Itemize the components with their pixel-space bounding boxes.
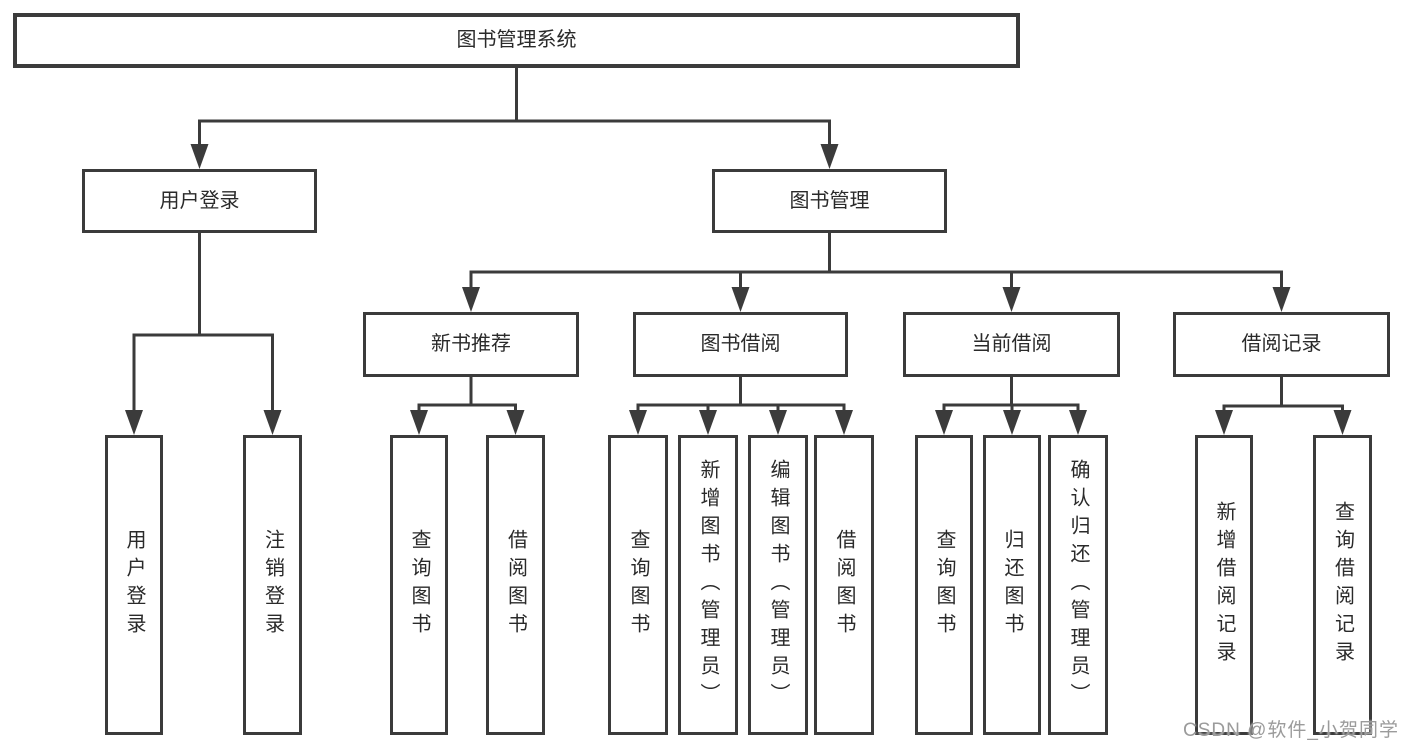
- node-label: 查询图书: [627, 529, 649, 641]
- node-root: 图书管理系统: [13, 13, 1020, 68]
- node-user-login: 用户登录: [82, 169, 317, 233]
- node-label: 当前借阅: [971, 333, 1052, 355]
- node-label: 图书借阅: [700, 333, 781, 355]
- node-label: 图书管理: [789, 189, 870, 212]
- node-label: 借阅图书: [833, 529, 855, 641]
- node-leaf-br-query: 查询借阅记录: [1313, 435, 1372, 735]
- node-leaf-nbr-borrow: 借阅图书: [486, 435, 545, 735]
- node-leaf-bb-query: 查询图书: [608, 435, 668, 735]
- node-leaf-cb-confirm: 确认归还（管理员）: [1048, 435, 1108, 735]
- node-leaf-logout: 注销登录: [243, 435, 302, 735]
- node-label: 编辑图书（管理员）: [767, 459, 789, 711]
- node-borrow-record: 借阅记录: [1173, 312, 1390, 377]
- node-leaf-cb-query: 查询图书: [915, 435, 973, 735]
- node-label: 借阅记录: [1241, 333, 1322, 355]
- node-book-mgmt: 图书管理: [712, 169, 947, 233]
- node-label: 图书管理系统: [456, 29, 577, 51]
- node-current-borrow: 当前借阅: [903, 312, 1120, 377]
- node-label: 借阅图书: [504, 529, 527, 641]
- node-label: 查询借阅记录: [1331, 501, 1354, 669]
- node-leaf-bb-edit: 编辑图书（管理员）: [748, 435, 808, 735]
- node-leaf-bb-add: 新增图书（管理员）: [678, 435, 738, 735]
- node-label: 归还图书: [1001, 529, 1023, 641]
- node-label: 确认归还（管理员）: [1067, 459, 1089, 711]
- node-label: 新增图书（管理员）: [697, 459, 719, 711]
- node-label: 新书推荐: [431, 333, 511, 355]
- node-label: 查询图书: [933, 529, 955, 641]
- node-leaf-nbr-query: 查询图书: [390, 435, 448, 735]
- node-label: 注销登录: [261, 529, 284, 641]
- node-book-borrow: 图书借阅: [633, 312, 848, 377]
- node-new-book-rec: 新书推荐: [363, 312, 579, 377]
- node-leaf-user-login: 用户登录: [105, 435, 163, 735]
- node-leaf-br-add: 新增借阅记录: [1195, 435, 1253, 735]
- node-leaf-cb-return: 归还图书: [983, 435, 1041, 735]
- node-label: 用户登录: [159, 189, 240, 212]
- node-label: 查询图书: [408, 529, 430, 641]
- node-label: 新增借阅记录: [1213, 501, 1235, 669]
- node-leaf-bb-borrow: 借阅图书: [814, 435, 874, 735]
- watermark: CSDN @软件_小贺同学: [1183, 720, 1399, 741]
- node-label: 用户登录: [123, 529, 145, 641]
